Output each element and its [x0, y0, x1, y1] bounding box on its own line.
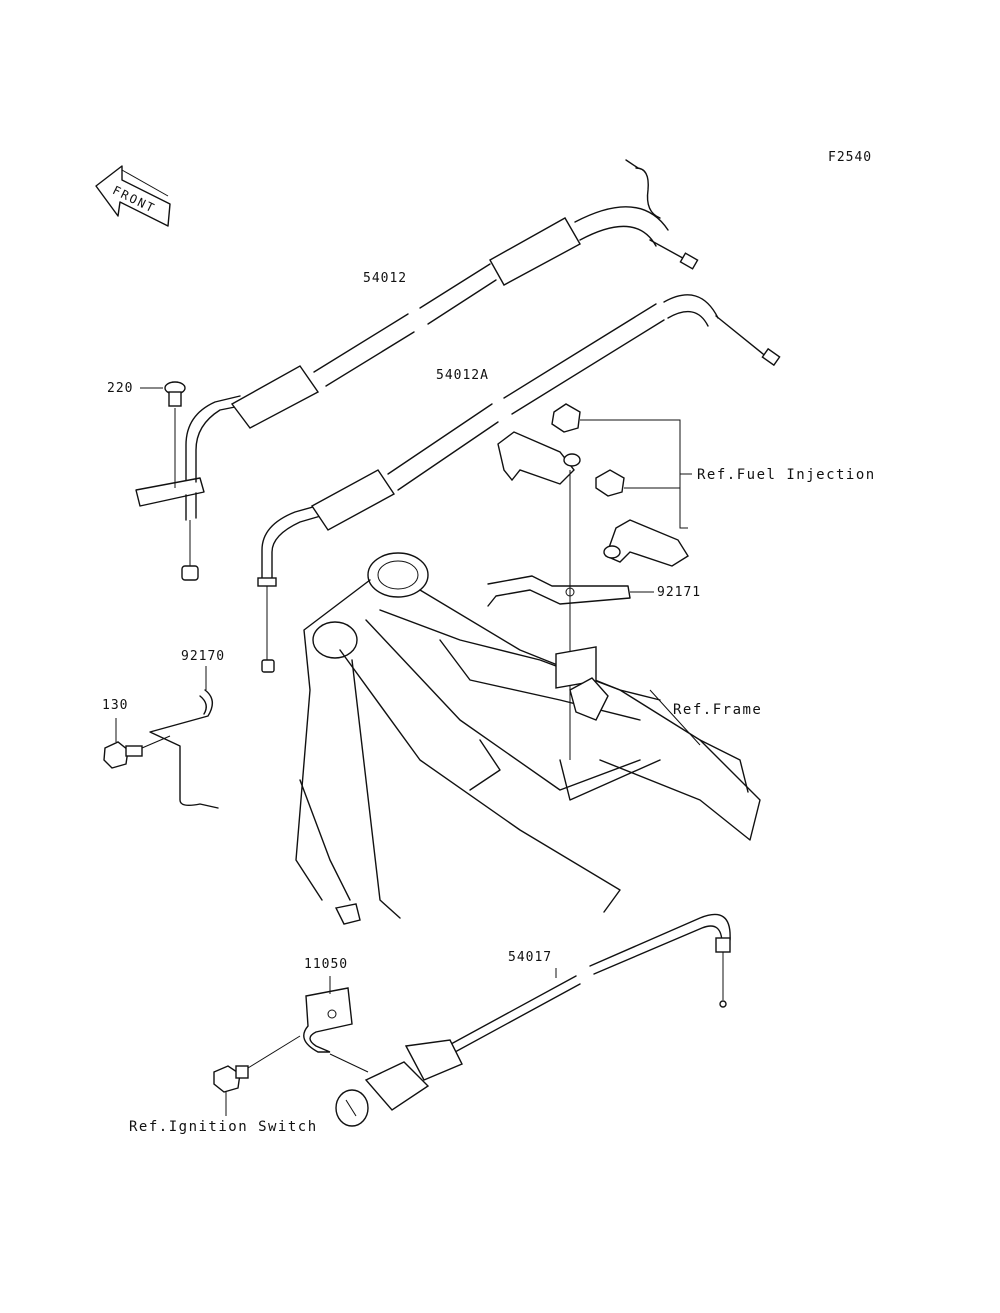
part-label-92170: 92170 — [181, 649, 226, 664]
figure-code: F2540 — [828, 150, 873, 165]
part-label-92171: 92171 — [657, 585, 702, 600]
throttle-cable-54012 — [135, 159, 699, 581]
bolt-220 — [140, 381, 186, 488]
part-label-130: 130 — [102, 698, 129, 713]
choke-cable-54017 — [335, 913, 731, 1127]
ref-ignition-switch: Ref.Ignition Switch — [129, 1119, 318, 1135]
screw-ignition — [213, 1035, 301, 1116]
bracket-11050 — [303, 976, 369, 1073]
part-label-220: 220 — [107, 381, 134, 396]
frame — [295, 552, 761, 925]
fuel-injection-sensors — [497, 403, 692, 760]
bracket-92171 — [487, 575, 654, 607]
ref-frame: Ref.Frame — [673, 702, 763, 718]
part-label-54012: 54012 — [363, 271, 408, 286]
throttle-cable-54012A — [257, 294, 781, 673]
part-label-54012A: 54012A — [436, 368, 489, 383]
front-arrow-icon — [95, 165, 171, 227]
part-label-54017: 54017 — [508, 950, 553, 965]
bolt-130 — [103, 718, 171, 769]
part-label-11050: 11050 — [304, 957, 349, 972]
holder-92170 — [149, 666, 219, 809]
ref-fuel-injection: Ref.Fuel Injection — [697, 467, 876, 483]
